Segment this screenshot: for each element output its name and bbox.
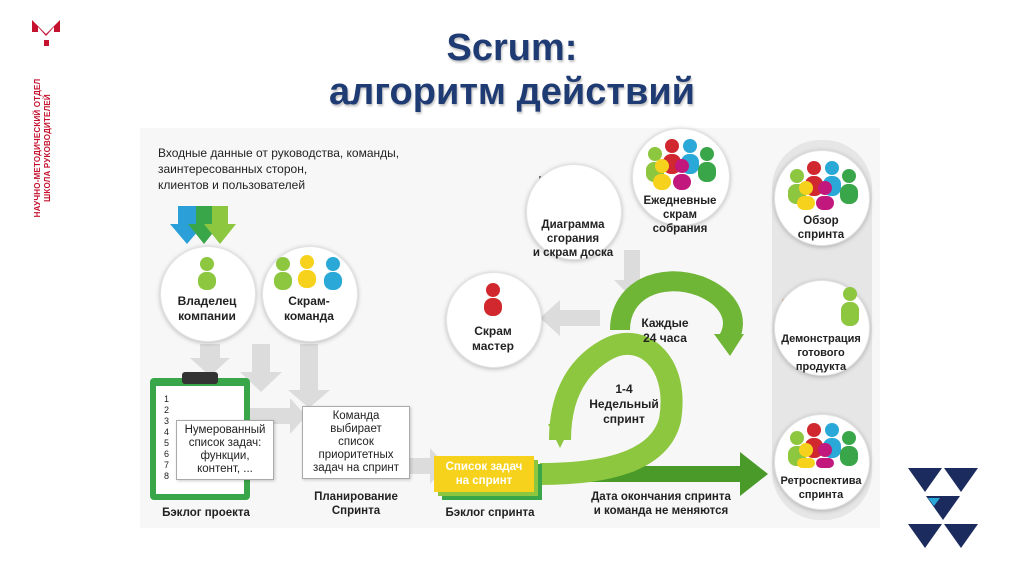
sprint-backlog-label: Бэклог спринта [430,506,550,520]
team-label: Скрам-команда [262,294,356,324]
retro-people-icon [788,423,858,468]
backlog-label: Бэклог проекта [146,506,266,520]
demo-person-icon [841,287,859,326]
team-people-icon [274,255,342,290]
owner-person-icon [198,257,216,290]
scrum-master-person-icon [484,283,502,316]
inputs-text: Входные данные от руководства, команды, … [158,145,448,193]
review-people-icon [788,161,858,210]
daily-people-icon [646,139,716,190]
